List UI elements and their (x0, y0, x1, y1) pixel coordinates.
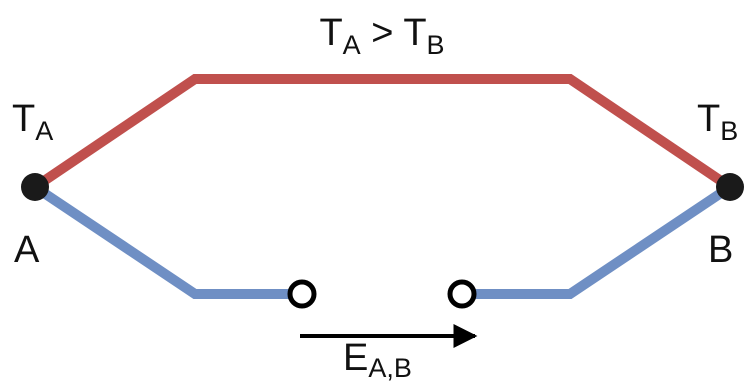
junction-b-dot (716, 173, 744, 201)
terminal-right (447, 279, 477, 309)
emf-label-main: E (343, 337, 368, 379)
point-b-temp-sub: B (720, 116, 738, 146)
emf-label-sub: A,B (368, 353, 412, 383)
title-t1-sub: A (343, 30, 361, 60)
bottom-wire-left (32, 182, 300, 299)
title-t2-sub: B (427, 30, 445, 60)
terminal-left (287, 279, 317, 309)
junction-a-dot (21, 173, 49, 201)
emf-label: EA,B (343, 337, 412, 383)
title-operator: > (361, 12, 404, 54)
bottom-wire-right (462, 182, 733, 299)
point-a-temp-sub: A (35, 116, 53, 146)
point-a-temperature: TA (12, 98, 53, 146)
title: TA > TB (319, 12, 444, 60)
point-a-temp-main: T (12, 98, 35, 140)
point-b-temperature: TB (697, 98, 738, 146)
title-t1: T (319, 12, 342, 54)
title-t2: T (403, 12, 426, 54)
top-wire (32, 74, 733, 192)
point-b-label: B (708, 229, 733, 271)
point-b-temp-main: T (697, 98, 720, 140)
point-a-label: A (14, 229, 40, 271)
